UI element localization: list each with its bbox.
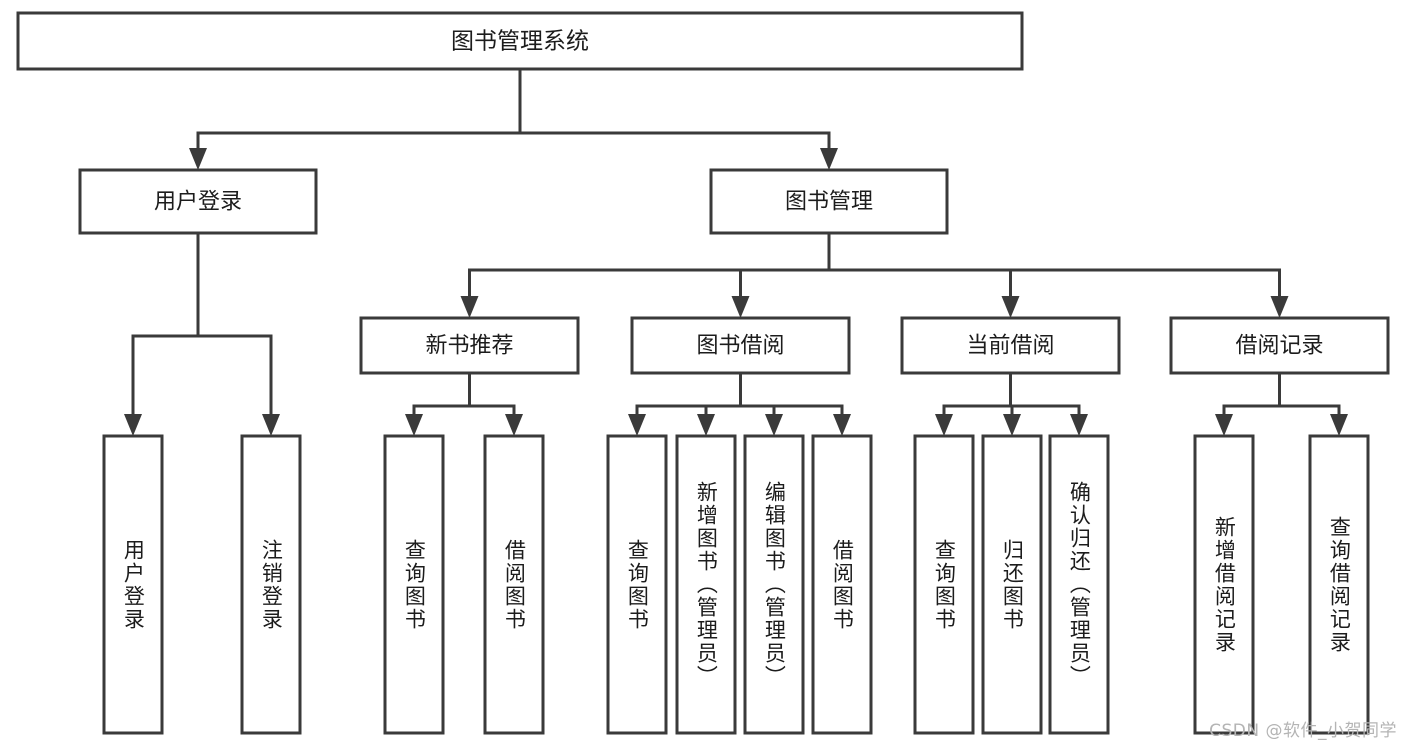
node-root[interactable] <box>16 11 1024 71</box>
node-leaf-add-borrow-record[interactable] <box>1193 434 1255 735</box>
arrow-head-icon <box>124 414 142 436</box>
arrow-head-icon <box>765 414 783 436</box>
arrow-head-icon <box>1215 414 1233 436</box>
arrow-head-icon <box>697 414 715 436</box>
node-label: 图书管理 <box>785 190 873 215</box>
node-leaf-query-borrow-record[interactable] <box>1308 434 1370 735</box>
arrow-head-icon <box>935 414 953 436</box>
arrow-head-icon <box>833 414 851 436</box>
node-leaf-user-login[interactable] <box>102 434 164 735</box>
node-leaf-query-book-rec[interactable] <box>383 434 445 735</box>
arrow-head-icon <box>1330 414 1348 436</box>
node-label: 用户登录 <box>154 190 242 215</box>
arrow-head-icon <box>262 414 280 436</box>
node-leaf-confirm-return-admin[interactable] <box>1048 434 1110 735</box>
node-leaf-query-book-current[interactable] <box>913 434 975 735</box>
node-label: 当前借阅 <box>966 334 1054 359</box>
arrow-head-icon <box>628 414 646 436</box>
connector-lines <box>124 67 1348 436</box>
arrow-head-icon <box>731 296 750 318</box>
node-user-login[interactable] <box>78 168 318 235</box>
arrow-head-icon <box>820 148 838 170</box>
node-book-borrow[interactable] <box>630 316 851 375</box>
node-book-manage[interactable] <box>709 168 949 235</box>
arrow-head-icon <box>405 414 423 436</box>
arrow-head-icon <box>505 414 523 436</box>
arrow-head-icon <box>1270 296 1289 318</box>
node-label: 图书管理系统 <box>451 29 589 55</box>
arrow-head-icon <box>460 296 479 318</box>
node-current-borrow[interactable] <box>900 316 1121 375</box>
node-leaf-return-book[interactable] <box>981 434 1043 735</box>
arrow-head-icon <box>1003 414 1021 436</box>
node-leaf-borrow-book-rec[interactable] <box>483 434 545 735</box>
node-borrow-record[interactable] <box>1169 316 1390 375</box>
node-leaf-add-book-admin[interactable] <box>675 434 737 735</box>
node-label: 新书推荐 <box>425 334 513 359</box>
node-new-book-rec[interactable] <box>359 316 580 375</box>
node-boxes <box>16 11 1390 735</box>
arrow-head-icon <box>1001 296 1020 318</box>
node-label: 借阅记录 <box>1235 334 1323 359</box>
node-label: 图书借阅 <box>696 334 784 359</box>
node-leaf-query-book-borrow[interactable] <box>606 434 668 735</box>
node-leaf-edit-book-admin[interactable] <box>743 434 805 735</box>
node-leaf-logout[interactable] <box>240 434 302 735</box>
node-leaf-borrow-book[interactable] <box>811 434 873 735</box>
arrow-head-icon <box>189 148 207 170</box>
arrow-head-icon <box>1070 414 1088 436</box>
